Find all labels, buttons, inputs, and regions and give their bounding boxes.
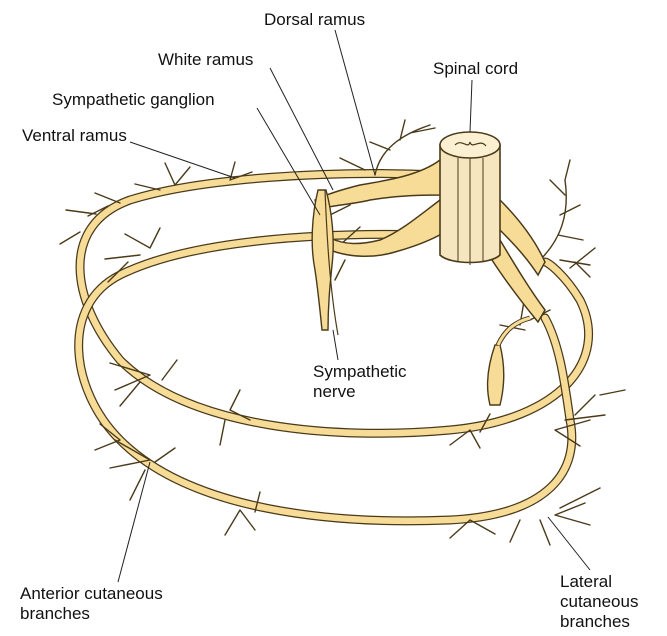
- label-lateral-cutaneous-branches: Lateral cutaneous branches: [560, 572, 638, 632]
- label-sympathetic-ganglion: Sympathetic ganglion: [52, 90, 215, 110]
- label-anterior-cutaneous-branches: Anterior cutaneous branches: [20, 584, 163, 624]
- label-ventral-ramus: Ventral ramus: [22, 126, 127, 146]
- nerve-roots: [315, 160, 545, 322]
- label-white-ramus: White ramus: [158, 50, 253, 70]
- spinal-cord: [440, 132, 500, 265]
- label-spinal-cord: Spinal cord: [433, 59, 518, 79]
- leader-lines: [118, 30, 590, 582]
- label-sympathetic-nerve: Sympathetic nerve: [313, 362, 407, 402]
- label-dorsal-ramus: Dorsal ramus: [264, 10, 365, 30]
